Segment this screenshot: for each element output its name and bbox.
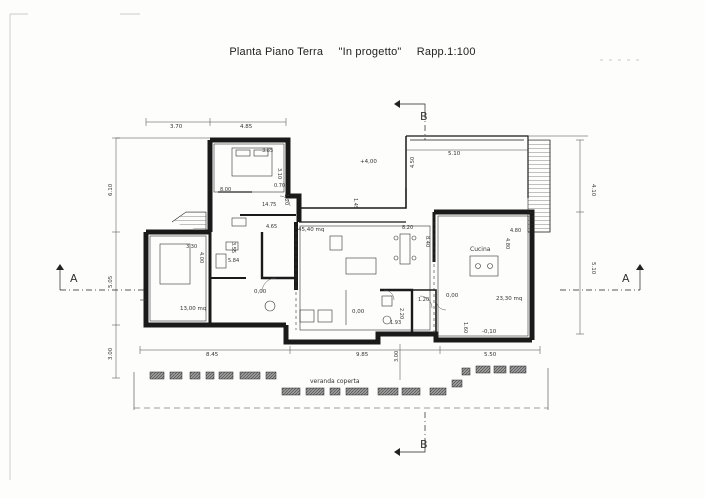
- area-bedroom: 13,00 mq: [180, 306, 206, 312]
- dim-int-4: 14.75: [262, 202, 276, 208]
- stairs: [171, 139, 551, 233]
- dim-int-6: 1.45: [352, 198, 358, 209]
- area-living: 45,40 mq: [298, 227, 324, 233]
- dim-int-12: 5.84: [228, 258, 239, 264]
- area-labels: 45,40 mq 23,30 mq 13,00 mq: [180, 227, 522, 312]
- dim-int-2: 8.00: [220, 187, 231, 193]
- section-labels: B B A A: [70, 110, 630, 451]
- level-2: 0,00: [352, 309, 365, 315]
- veranda-planters: [149, 365, 527, 396]
- dim-left-1: 6.10: [108, 183, 114, 196]
- dim-top-1: 3.70: [170, 124, 183, 130]
- dim-int-20: 1.60: [462, 322, 468, 333]
- level-1: 0,00: [254, 289, 267, 295]
- dim-bottom-2: 9.85: [356, 352, 369, 358]
- section-arrow-a-right: [636, 264, 644, 270]
- section-label-b-bottom: B: [420, 438, 428, 451]
- room-label-veranda: veranda coperta: [310, 378, 360, 385]
- overall-dimension-labels: 3.70 4.85 5.10 8.45 9.85 5.50 6.10 5.05 …: [108, 124, 596, 360]
- room-label-kitchen: Cucina: [470, 246, 491, 253]
- title-scale: Rapp.1:100: [416, 46, 476, 58]
- door-swings: [261, 195, 447, 311]
- level-0: +4,00: [360, 159, 377, 165]
- sheet-border-marks: [9, 13, 640, 480]
- drawing-title: Planta Piano Terra "In progetto" Rapp.1:…: [0, 46, 705, 58]
- furniture: [159, 147, 499, 325]
- dimension-lines: [112, 118, 588, 380]
- dim-int-15: 4.80: [510, 228, 521, 234]
- dim-int-0: 3.85: [262, 148, 273, 154]
- level-labels: +4,00 0,00 0,00 0,00 -0,10: [254, 159, 497, 335]
- section-label-b-top: B: [420, 110, 428, 123]
- dim-bottom-1: 8.45: [206, 352, 219, 358]
- dim-int-16: 4.80: [504, 238, 510, 249]
- interior-dimension-labels: 3.85 3.10 8.00 0.70 14.75 1.20 1.45 4.50…: [186, 148, 521, 362]
- section-label-a-left: A: [70, 272, 78, 285]
- dim-right-2: 5.10: [590, 262, 596, 275]
- dim-int-17: 1.20: [418, 297, 429, 303]
- dim-left-2: 5.05: [108, 275, 114, 288]
- dim-int-9: 3.30: [186, 244, 197, 250]
- dim-int-18: 2.20: [398, 308, 404, 319]
- section-arrow-b-top: [394, 100, 400, 108]
- dim-int-3: 0.70: [274, 183, 285, 189]
- area-kitchen: 23,30 mq: [496, 296, 522, 302]
- section-lines: [59, 103, 641, 453]
- dim-int-19: 1.93: [390, 320, 401, 326]
- dim-left-3: 3.00: [108, 347, 114, 360]
- veranda: [133, 368, 549, 410]
- dim-int-5: 1.20: [283, 194, 289, 205]
- dim-int-14: 8.40: [424, 236, 430, 247]
- dim-int-10: 4.00: [198, 252, 204, 263]
- title-status: "In progetto": [338, 46, 402, 58]
- section-arrow-a-left: [56, 264, 64, 270]
- level-4: -0,10: [482, 329, 497, 335]
- dim-top-3: 5.10: [448, 151, 461, 157]
- dim-int-1: 3.10: [276, 168, 282, 179]
- dim-int-7: 4.50: [410, 157, 416, 168]
- section-arrows: [56, 100, 644, 456]
- dim-right-1: 4.10: [590, 184, 596, 197]
- inner-lines: [140, 143, 529, 337]
- dim-int-21: 3.00: [394, 351, 400, 362]
- section-label-a-right: A: [622, 272, 630, 285]
- level-3: 0,00: [446, 293, 459, 299]
- dim-top-2: 4.85: [240, 124, 253, 130]
- dim-int-11: 3.55: [230, 242, 236, 253]
- dim-int-13: 8.20: [402, 225, 413, 231]
- dim-int-8: 4.65: [266, 224, 277, 230]
- dim-bottom-3: 5.50: [484, 352, 497, 358]
- title-name: Planta Piano Terra: [229, 46, 324, 58]
- section-arrow-b-bottom: [394, 448, 400, 456]
